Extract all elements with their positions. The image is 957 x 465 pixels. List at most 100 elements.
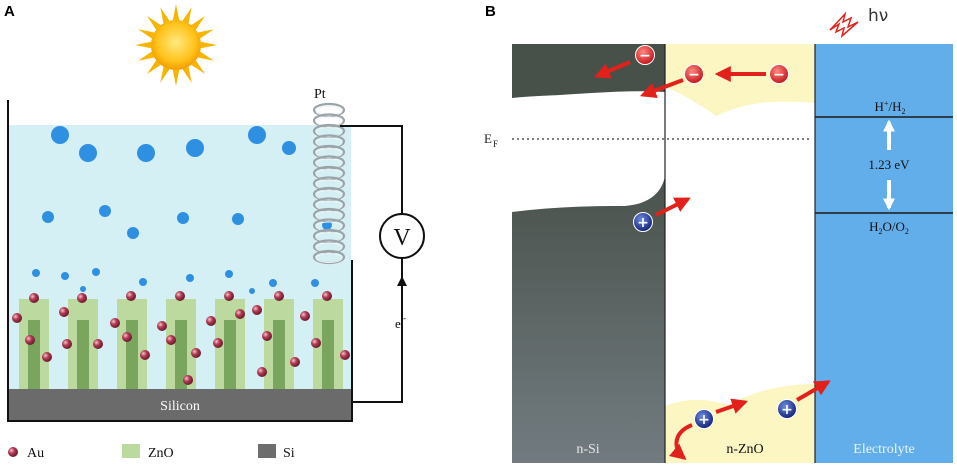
au-particle xyxy=(25,335,35,345)
au-particle xyxy=(290,357,300,367)
au-particle xyxy=(110,318,120,328)
bubble xyxy=(249,288,255,294)
coil-turn xyxy=(312,102,346,118)
zno-rod-core xyxy=(126,320,138,390)
coil-turn xyxy=(312,218,346,233)
sun-ray xyxy=(135,41,152,49)
hole-symbol: + xyxy=(698,412,710,428)
au-particle xyxy=(235,309,245,319)
legend-au-label: Au xyxy=(27,446,44,461)
lightning-icon xyxy=(829,11,859,39)
au-particle xyxy=(157,321,167,331)
silicon-substrate xyxy=(9,389,351,420)
light-label: hν xyxy=(868,6,888,26)
voltmeter-label: V xyxy=(393,225,411,251)
beaker-outline xyxy=(7,100,353,422)
legend-au-swatch xyxy=(8,447,18,457)
bubble xyxy=(99,205,111,217)
coil-highlight xyxy=(315,253,343,263)
bubble xyxy=(225,270,233,278)
charge-carriers: −−−+++ xyxy=(594,45,831,461)
region-electrolyte-label: Electrolyte xyxy=(853,442,914,457)
zno-rod-core xyxy=(28,320,40,390)
region-zno-label: n-ZnO xyxy=(726,442,763,457)
coil-turn xyxy=(312,186,346,202)
au-particle xyxy=(42,352,52,362)
coil-turn xyxy=(312,207,346,223)
au-particle xyxy=(126,291,136,301)
zno-valence-band xyxy=(665,384,815,463)
sun-ray xyxy=(197,29,214,39)
zno-rod-core xyxy=(175,320,187,390)
bubble xyxy=(248,126,266,144)
sun-ray xyxy=(182,7,192,24)
au-particle xyxy=(29,293,39,303)
bubble xyxy=(32,269,40,277)
coil-turn xyxy=(312,123,346,139)
electron-carrier xyxy=(684,64,704,84)
coil-turn xyxy=(312,239,346,254)
bubble xyxy=(232,213,244,225)
hole-carrier xyxy=(694,409,714,429)
au-particle xyxy=(62,339,72,349)
electron-symbol: − xyxy=(639,48,651,64)
coil-turn xyxy=(312,134,346,149)
zno-rod-core xyxy=(224,320,236,390)
h-redox-label: H+/H2 xyxy=(875,99,906,116)
au-particle xyxy=(183,375,193,385)
carrier-flow-arrow xyxy=(640,78,684,98)
au-particle xyxy=(224,291,234,301)
sun-ray xyxy=(147,16,161,30)
si-valence-band xyxy=(512,176,665,463)
zno-conduction-band xyxy=(665,44,815,116)
au-particle xyxy=(252,305,262,315)
electron-carrier xyxy=(769,64,789,84)
legend-zno-swatch xyxy=(122,444,140,458)
bubble xyxy=(186,274,194,282)
bubble xyxy=(92,268,100,276)
au-particle xyxy=(340,350,350,360)
bubble xyxy=(177,212,189,224)
zno-rod-core xyxy=(322,320,334,390)
bubble xyxy=(311,279,319,287)
gas-bubbles xyxy=(32,126,332,294)
pt-coil-electrode xyxy=(312,102,346,265)
fermi-label: E xyxy=(484,131,492,146)
hole-carrier xyxy=(777,399,797,419)
sun-ray xyxy=(172,69,180,86)
coil-turn xyxy=(312,165,346,181)
hole-carrier xyxy=(633,212,653,232)
bubble xyxy=(79,144,97,162)
legend: Au ZnO Si xyxy=(8,444,295,461)
carrier-flow-arrow xyxy=(715,398,749,414)
electrolyte-region xyxy=(815,44,953,463)
au-particle xyxy=(175,291,185,301)
sun-icon xyxy=(135,4,217,86)
electron-carrier xyxy=(635,45,655,65)
voltmeter xyxy=(379,213,425,259)
electron-sup: - xyxy=(403,313,406,323)
au-particle xyxy=(166,335,176,345)
au-particle xyxy=(191,348,201,358)
silicon-label: Silicon xyxy=(160,399,200,414)
sun-ray xyxy=(160,66,170,83)
electron-flow-arrowhead xyxy=(397,276,407,286)
panel-a-letter: A xyxy=(4,3,15,20)
region-si-label: n-Si xyxy=(576,442,599,457)
bubble xyxy=(80,286,86,292)
pt-label: Pt xyxy=(314,87,326,102)
au-particle xyxy=(122,332,132,342)
au-particle xyxy=(322,291,332,301)
au-particle xyxy=(140,350,150,360)
sun-ray xyxy=(197,51,214,61)
sun-ray xyxy=(182,66,192,83)
legend-zno-label: ZnO xyxy=(148,446,174,461)
coil-turn xyxy=(312,228,346,244)
sun-disk xyxy=(151,20,201,70)
au-particle xyxy=(206,316,216,326)
carrier-flow-arrow xyxy=(669,423,693,461)
bubble xyxy=(269,279,277,287)
coil-turn xyxy=(312,113,346,128)
au-nanoparticles xyxy=(12,291,350,385)
electron-label: e xyxy=(395,316,401,331)
